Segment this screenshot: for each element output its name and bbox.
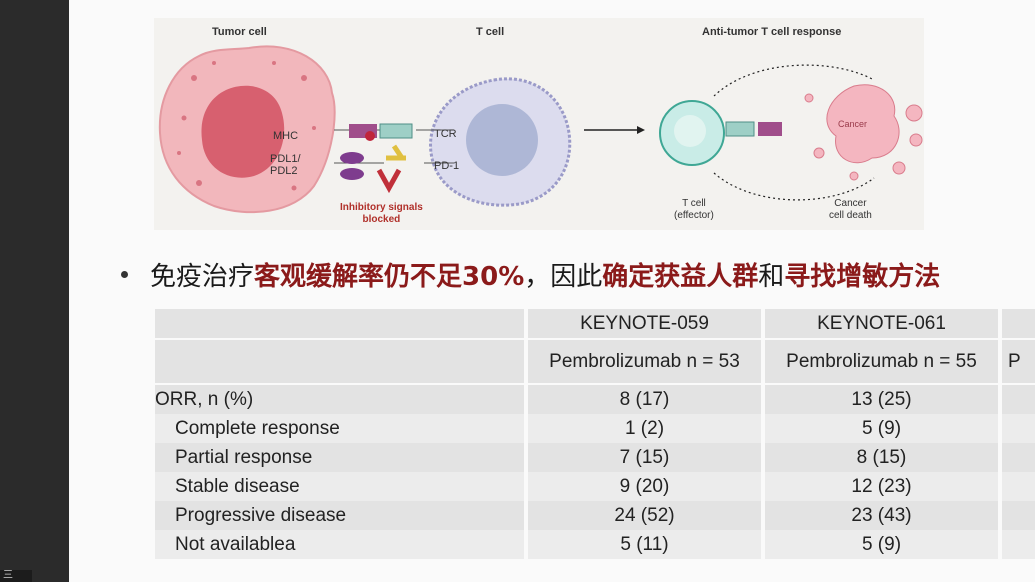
keynote-059-value: 8 (17) (528, 385, 761, 414)
immune-checkpoint-figure: Tumor cell T cell Anti-tumor T cell resp… (154, 18, 924, 230)
truncated-column-cell (1002, 443, 1035, 472)
pd1-label: PD-1 (434, 160, 460, 172)
menu-icon[interactable]: 三 (0, 570, 32, 582)
table-header-cell (1002, 309, 1035, 338)
table-row: ORR, n (%)8 (17)13 (25) (155, 385, 1035, 414)
keynote-059-value: 24 (52) (528, 501, 761, 530)
row-label: Progressive disease (155, 501, 524, 530)
row-label: Stable disease (155, 472, 524, 501)
keynote-061-value: 23 (43) (765, 501, 998, 530)
keynote-061-value: 12 (23) (765, 472, 998, 501)
keynote-061-value: 8 (15) (765, 443, 998, 472)
keynote-059-value: 5 (11) (528, 530, 761, 559)
table-header-cell: P (1002, 340, 1035, 383)
inhibitory-label: Inhibitory signals blocked (340, 202, 423, 225)
left-panel: 三 (0, 0, 69, 582)
table-header-cell: Pembrolizumab n = 55 (765, 340, 998, 383)
presentation-slide: Tumor cell T cell Anti-tumor T cell resp… (69, 0, 1035, 582)
table-header-cell: KEYNOTE-059 (528, 309, 761, 338)
bullet-point: 免疫治疗客观缓解率仍不足30%，因此确定获益人群和寻找增敏方法 (121, 256, 940, 293)
t-cell-label: T cell (476, 26, 505, 38)
table-header-cell: Pembrolizumab n = 53 (528, 340, 761, 383)
keynote-059-value: 7 (15) (528, 443, 761, 472)
row-label: Not availablea (155, 530, 524, 559)
truncated-column-cell (1002, 414, 1035, 443)
bullet-dot (121, 271, 128, 278)
t-cell-nucleus (466, 104, 538, 176)
cancer-death-label: Cancer cell death (829, 198, 872, 221)
tcr-label: TCR (434, 128, 457, 140)
truncated-column-cell (1002, 385, 1035, 414)
row-label: Complete response (155, 414, 524, 443)
bullet-highlight-1: 客观缓解率仍不足30% (254, 262, 525, 292)
bullet-highlight-3: 寻找增敏方法 (784, 262, 941, 292)
keynote-061-value: 5 (9) (765, 530, 998, 559)
truncated-column-cell (1002, 501, 1035, 530)
cancer-label: Cancer (838, 119, 868, 129)
effector-label: T cell (effector) (674, 198, 714, 221)
bullet-highlight-2: 确定获益人群 (602, 262, 759, 292)
row-label: ORR, n (%) (155, 385, 524, 414)
table-header-cell: KEYNOTE-061 (765, 309, 998, 338)
tumor-cell-label: Tumor cell (212, 26, 267, 38)
dying-cancer-cells (804, 84, 923, 181)
table-header-row: KEYNOTE-059 KEYNOTE-061 (155, 309, 1035, 338)
keynote-059-value: 9 (20) (528, 472, 761, 501)
figure-graphic (158, 45, 923, 214)
anti-tumor-label: Anti-tumor T cell response (702, 26, 842, 38)
row-label: Partial response (155, 443, 524, 472)
pdl-label: PDL1/ PDL2 (270, 153, 301, 177)
mhc-label: MHC (273, 130, 299, 142)
keynote-061-value: 13 (25) (765, 385, 998, 414)
tumor-nucleus (201, 85, 285, 178)
keynote-061-value: 5 (9) (765, 414, 998, 443)
table-subheader-row: Pembrolizumab n = 53 Pembrolizumab n = 5… (155, 340, 1035, 383)
truncated-column-cell (1002, 530, 1035, 559)
bullet-text-3: 和 (758, 262, 785, 292)
truncated-column-cell (1002, 472, 1035, 501)
bullet-text-2: ，因此 (524, 262, 603, 292)
bullet-text-1: 免疫治疗 (150, 262, 255, 292)
table-header-cell (155, 309, 524, 338)
keynote-059-value: 1 (2) (528, 414, 761, 443)
table-header-cell (155, 340, 524, 383)
